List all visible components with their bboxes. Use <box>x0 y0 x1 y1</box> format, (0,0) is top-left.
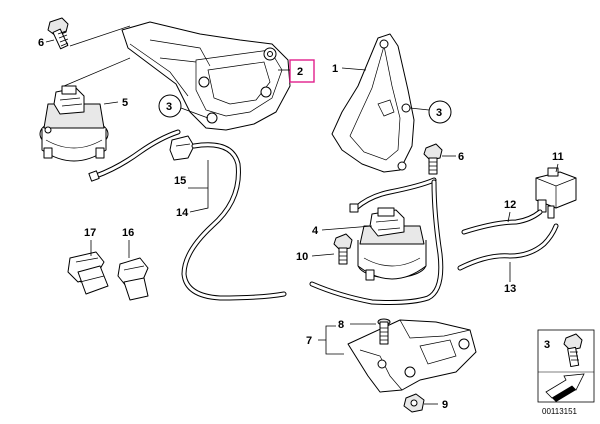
callout-3b[interactable]: 3 <box>436 107 442 119</box>
leader-7 <box>318 325 344 355</box>
leader-6a <box>45 39 55 43</box>
engine-mount-5[interactable] <box>39 85 109 162</box>
leader-10 <box>311 253 335 257</box>
nut-9[interactable] <box>403 393 425 413</box>
bolt-10[interactable] <box>333 233 353 265</box>
bolt-icon <box>563 333 583 368</box>
bolt-6-top-left[interactable] <box>47 17 69 50</box>
callout-8[interactable]: 8 <box>338 319 344 331</box>
bracket-2[interactable] <box>121 21 291 131</box>
callout-6a[interactable]: 6 <box>38 37 44 49</box>
bolt-8[interactable] <box>377 318 391 345</box>
callout-12[interactable]: 12 <box>504 199 516 211</box>
callout-4[interactable]: 4 <box>312 225 319 237</box>
circle-3b <box>428 100 452 124</box>
clip-16[interactable] <box>117 257 149 301</box>
callout-13[interactable]: 13 <box>504 283 516 295</box>
arrow-icon <box>545 373 585 402</box>
hose-connector-left <box>88 170 100 182</box>
leader-4 <box>321 225 373 231</box>
callout-7[interactable]: 7 <box>306 335 312 347</box>
leader-3a <box>180 107 209 119</box>
callout-16[interactable]: 16 <box>122 227 134 239</box>
highlight-box-2 <box>289 59 315 83</box>
document-number: 00113151 <box>542 407 578 416</box>
callout-17[interactable]: 17 <box>84 227 96 239</box>
callout-1[interactable]: 1 <box>332 63 338 75</box>
bracket-1[interactable] <box>331 33 415 173</box>
clip-15[interactable] <box>169 135 195 161</box>
clip-17[interactable] <box>67 251 109 295</box>
guide-line-top <box>69 25 131 47</box>
leader-14-15 <box>188 160 209 213</box>
callout-9[interactable]: 9 <box>442 399 448 411</box>
leader-3b <box>409 107 430 111</box>
engine-mount-4[interactable] <box>357 207 427 281</box>
callout-10[interactable]: 10 <box>296 251 308 263</box>
guide-line-5 <box>63 57 131 87</box>
callout-2[interactable]: 2 <box>297 66 303 78</box>
bolt-6-right[interactable] <box>423 143 443 175</box>
callout-14[interactable]: 14 <box>176 207 189 219</box>
circle-3a <box>158 94 182 118</box>
leader-11 <box>555 163 559 173</box>
callout-11[interactable]: 11 <box>552 151 564 163</box>
bracket-7[interactable] <box>347 319 477 393</box>
leader-12 <box>507 211 511 223</box>
callout-15[interactable]: 15 <box>174 175 186 187</box>
leader-5 <box>103 101 119 105</box>
callout-3a[interactable]: 3 <box>166 101 172 113</box>
hose-connector-center <box>349 203 359 213</box>
callout-3c[interactable]: 3 <box>544 339 550 351</box>
leader-1 <box>341 67 367 71</box>
vacuum-hose-14[interactable] <box>181 142 287 301</box>
callout-6b[interactable]: 6 <box>458 151 464 163</box>
callout-5[interactable]: 5 <box>122 97 128 109</box>
